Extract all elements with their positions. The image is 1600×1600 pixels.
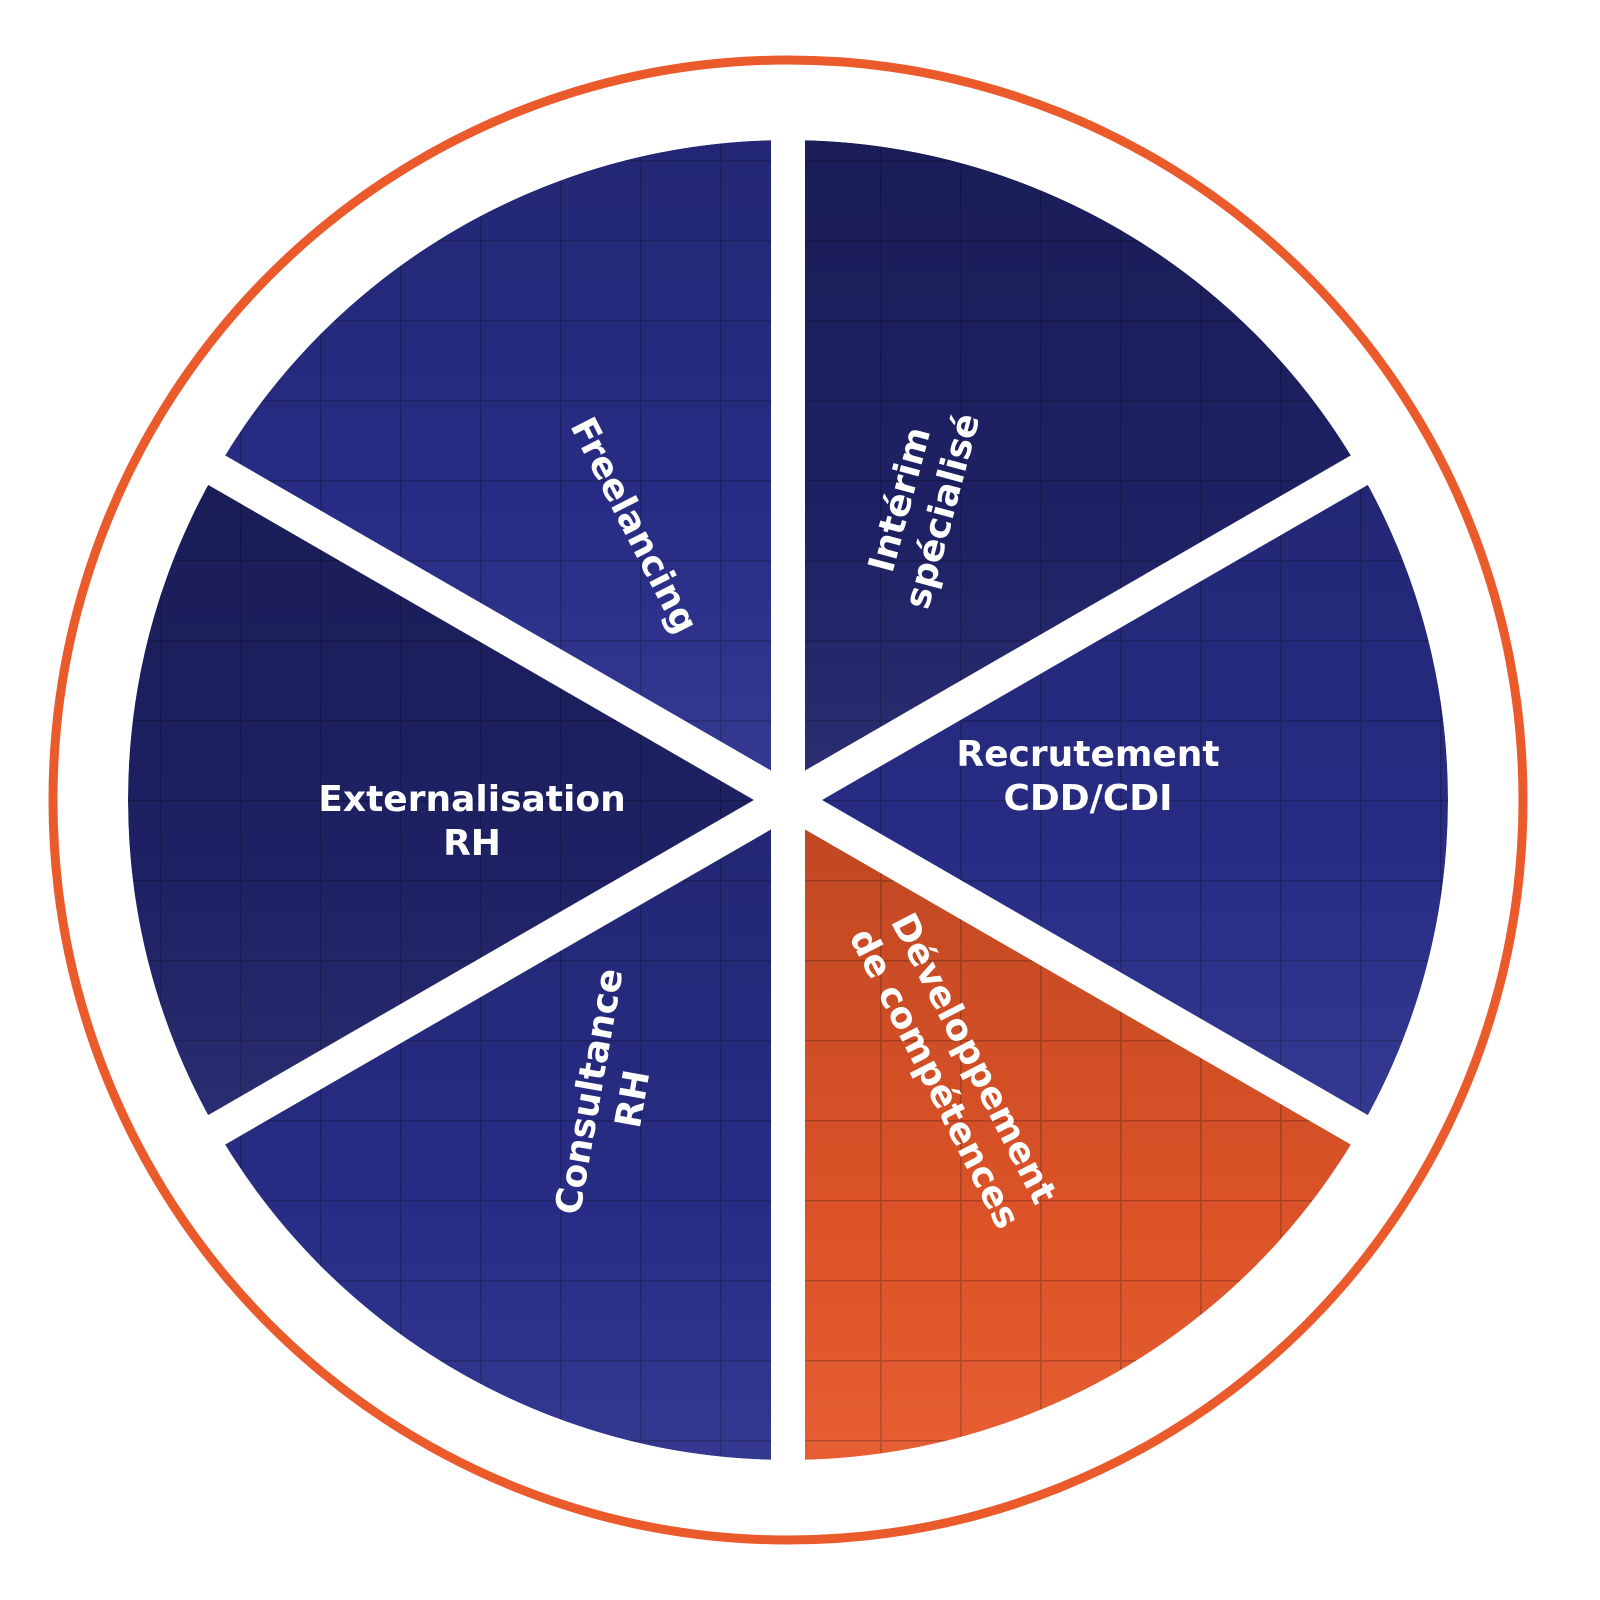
segment-shade-recrutement — [788, 450, 1448, 1150]
segment-divider — [204, 453, 797, 815]
segment-label-line: RH — [443, 823, 501, 864]
segment-divider — [779, 453, 1372, 815]
segment-recrutement — [788, 450, 1448, 1150]
segment-divider — [779, 785, 1372, 1147]
segment-label-line: Externalisation — [318, 779, 625, 820]
segment-externalisation — [128, 450, 788, 1150]
inner-white-rim — [92, 104, 1484, 1496]
segment-divider — [204, 785, 797, 1147]
segment-label-line: RH — [608, 1067, 658, 1131]
segment-label-line: CDD/CDI — [1003, 778, 1172, 819]
segment-label-line: Recrutement — [956, 734, 1219, 775]
center-hub — [768, 780, 808, 820]
segment-shade-externalisation — [128, 450, 788, 1150]
outer-ring — [48, 55, 1528, 1545]
